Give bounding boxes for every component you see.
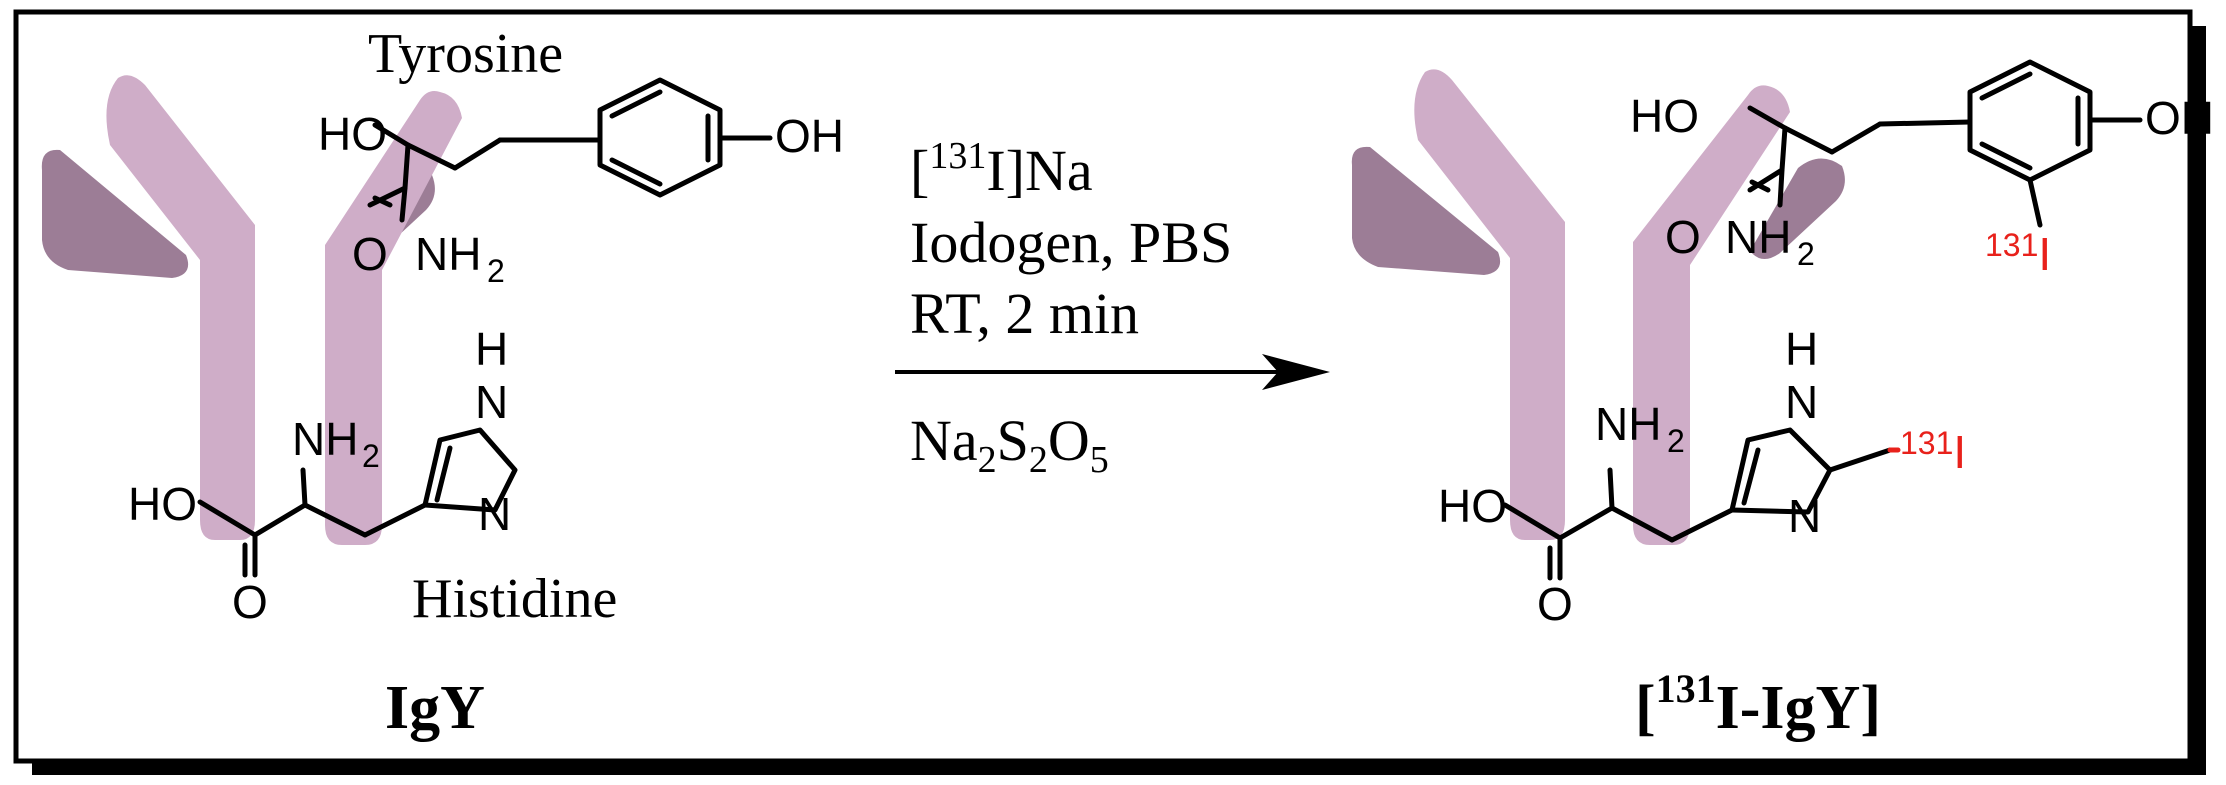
heavy-chain-right-r [1633,85,1790,546]
his-right-amine: NH [1595,398,1661,450]
product-bracket: [ [1635,674,1656,742]
cond-na-sub: 2 [978,439,997,481]
product-label: [131I-IgY] [1635,666,1881,742]
reaction-conditions: [131I]Na Iodogen, PBS RT, 2 min Na2S2O5 [910,135,1232,481]
tyr-left-carbonyl-o: O [352,228,388,280]
cond-s: S [997,408,1029,473]
svg-text:[131I]Na: [131I]Na [910,135,1093,203]
product-isotope-sup: 131 [1656,666,1716,711]
histidine-label: Histidine [412,568,617,630]
his-right-iodine: I [1953,426,1966,478]
svg-text:131I: 131I [1900,425,1966,478]
tyr-right-amine: NH [1725,211,1791,263]
his-right-ring-h: H [1785,323,1818,375]
tyr-right-acid-oh: HO [1630,90,1699,142]
svg-text:Na2S2O5: Na2S2O5 [910,408,1109,481]
tyr-right-phenol-oh: OH [2145,92,2214,144]
svg-text:131I: 131I [1985,227,2051,280]
fab-dark-left [41,149,189,278]
heavy-chain-left [106,75,255,540]
histidine-left: HO O NH 2 H N N [128,323,518,628]
his-left-carbonyl-o: O [232,576,268,628]
his-right-amine-sub: 2 [1667,423,1685,459]
tyr-left-phenol-oh: OH [775,110,844,162]
his-left-acid-oh: HO [128,478,197,530]
tyr-right-iodine: I [2038,228,2051,280]
his-right-ring-n2: N [1788,490,1821,542]
tyr-right-iodine-sup: 131 [1985,227,2038,263]
antibody-left-icon [41,75,462,545]
tyrosine-right: HO O NH 2 OH 131I [1630,59,2214,280]
his-left-ring-n1: N [475,376,508,428]
cond-line-3: RT, 2 min [910,281,1139,346]
cond-isotope-sup: 131 [929,135,986,177]
tyr-right-carbonyl-o: O [1665,211,1701,263]
product-name: I-IgY] [1716,674,1881,742]
antibody-right-icon [1351,69,1845,546]
his-left-ring-n2: N [478,488,511,540]
cond-o: O [1048,408,1090,473]
cond-reagent: I]Na [986,138,1092,203]
tyr-left-amine-sub: 2 [487,253,505,289]
his-right-acid-oh: HO [1438,480,1507,532]
reaction-arrow-icon [895,354,1330,390]
cond-na: Na [910,408,978,473]
igy-label: IgY [385,674,485,742]
his-left-amine-sub: 2 [362,438,380,474]
tyrosine-left: HO O NH 2 OH [318,77,844,289]
cond-o-sub: 5 [1090,439,1109,481]
his-right-carbonyl-o: O [1537,578,1573,630]
cond-line-2: Iodogen, PBS [910,210,1232,275]
histidine-right: HO O NH 2 H N N 131I [1438,323,1966,630]
his-left-ring-h: H [475,323,508,375]
heavy-chain-right [325,91,462,545]
tyrosine-label: Tyrosine [368,23,563,85]
his-right-ring-n1: N [1785,376,1818,428]
fab-dark-left-r [1351,146,1501,275]
cond-s-sub: 2 [1029,439,1048,481]
tyr-right-amine-sub: 2 [1797,236,1815,272]
heavy-chain-left-r [1414,69,1565,540]
his-right-iodine-sup: 131 [1900,425,1953,461]
cond-bracket: [ [910,138,929,203]
his-left-amine: NH [292,413,358,465]
fab-dark-right-r [1750,158,1845,260]
tyr-left-acid-oh: HO [318,108,387,160]
tyr-left-amine: NH [415,228,481,280]
